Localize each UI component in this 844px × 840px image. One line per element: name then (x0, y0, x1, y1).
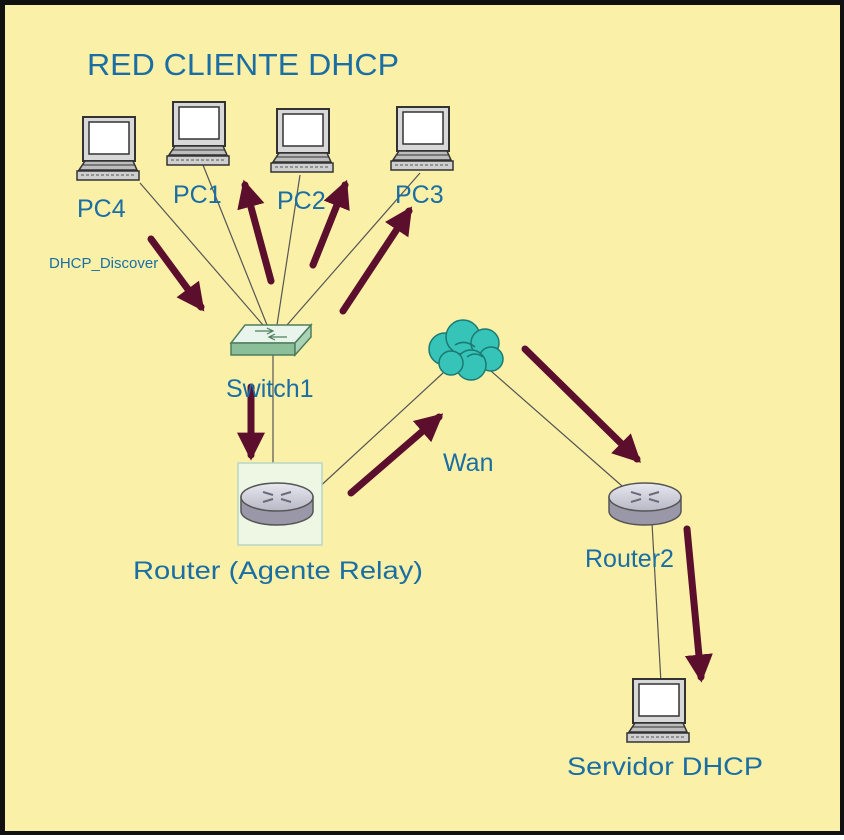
diagram-title: RED CLIENTE DHCP (87, 47, 399, 82)
arrow-to-pc3 (339, 206, 413, 315)
link-pc2-switch1 (276, 174, 301, 326)
node-label-switch1: Switch1 (226, 375, 314, 403)
link-router2-server (651, 522, 662, 684)
node-label-pc1: PC1 (173, 181, 222, 209)
node-label-router-relay: Router (Agente Relay) (133, 557, 423, 585)
node-label-pc4: PC4 (77, 195, 126, 223)
link-pc1-switch1 (202, 164, 268, 326)
computer-icon (270, 108, 334, 173)
link-pc3-switch1 (286, 172, 421, 326)
arrow-wan-to-router2 (521, 345, 641, 463)
computer-icon (166, 101, 230, 166)
network-links (139, 164, 662, 684)
annotation-dhcp-discover: DHCP_Discover (49, 255, 158, 272)
link-pc4-switch1 (139, 182, 264, 326)
arrow-to-pc1 (237, 179, 275, 285)
cloud-icon (428, 319, 504, 381)
link-wan-router2 (474, 356, 631, 494)
switch-icon (229, 323, 313, 357)
node-label-router2: Router2 (585, 545, 674, 573)
arrow-to-pc2 (309, 179, 350, 269)
node-label-pc3: PC3 (395, 181, 444, 209)
computer-icon (76, 116, 140, 181)
arrow-pc4-to-switch (147, 235, 205, 312)
router-icon (240, 482, 314, 526)
arrow-router-to-wan (347, 413, 444, 497)
link-router-wan (314, 372, 444, 492)
computer-icon (390, 106, 454, 171)
node-label-servidor-dhcp: Servidor DHCP (567, 753, 763, 781)
computer-icon (626, 678, 690, 743)
dhcp-message-arrows (147, 179, 713, 683)
network-diagram: RED CLIENTE DHCP (49, 47, 763, 781)
arrow-router2-to-server (683, 525, 713, 683)
node-label-pc2: PC2 (277, 187, 326, 215)
node-label-wan: Wan (443, 449, 493, 477)
router-icon (608, 482, 682, 526)
